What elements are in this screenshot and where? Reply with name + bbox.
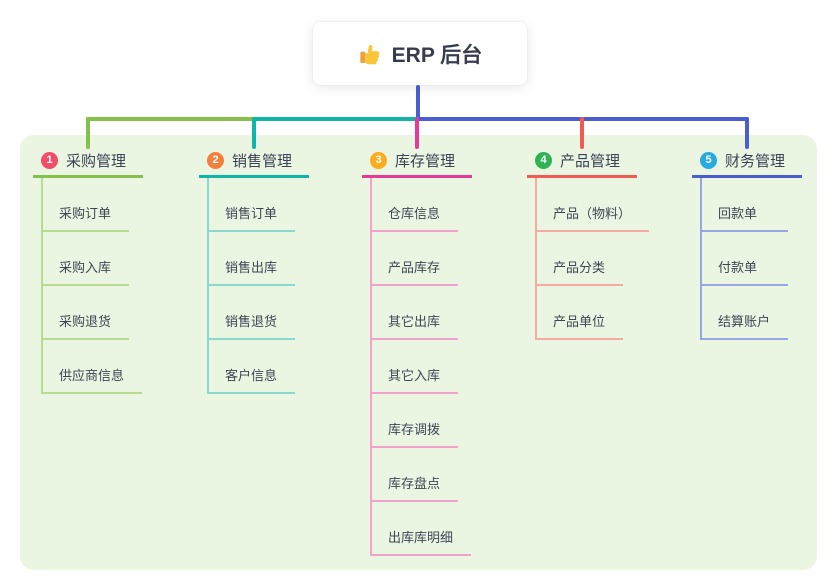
mindmap-item[interactable]: 结算账户 (702, 286, 789, 340)
mindmap-item[interactable]: 采购入库 (43, 232, 130, 286)
branch-label: 销售管理 (232, 153, 293, 170)
branch-header-4[interactable]: 4 产品管理 (527, 146, 637, 178)
mindmap-background-panel (20, 135, 817, 570)
branch-number-badge: 1 (41, 152, 58, 169)
branch-item-list: 销售订单销售出库销售退货客户信息 (207, 178, 296, 394)
mindmap-item[interactable]: 仓库信息 (372, 178, 459, 232)
branch-label: 库存管理 (395, 153, 456, 170)
branch-header-1[interactable]: 1 采购管理 (33, 146, 143, 178)
branch-item-list: 产品（物料）产品分类产品单位 (535, 178, 650, 340)
mindmap-item[interactable]: 库存调拨 (372, 394, 459, 448)
mindmap-item[interactable]: 产品库存 (372, 232, 459, 286)
branch-header-3[interactable]: 3 库存管理 (362, 146, 472, 178)
branch-number-badge: 2 (207, 152, 224, 169)
mindmap-item[interactable]: 供应商信息 (43, 340, 143, 394)
branch-header-5[interactable]: 5 财务管理 (692, 146, 802, 178)
mindmap-item[interactable]: 产品分类 (537, 232, 624, 286)
branch-label: 采购管理 (66, 153, 127, 170)
mindmap-item[interactable]: 客户信息 (209, 340, 296, 394)
branch-number-badge: 3 (370, 152, 387, 169)
branch-drop-line (580, 117, 584, 149)
branch-label: 财务管理 (725, 153, 786, 170)
branch-drop-line (252, 117, 256, 149)
mindmap-item[interactable]: 回款单 (702, 178, 788, 232)
connector-bus-segment (252, 117, 420, 121)
mindmap-item[interactable]: 采购订单 (43, 178, 130, 232)
branch-item-list: 仓库信息产品库存其它出库其它入库库存调拨库存盘点出库库明细 (370, 178, 472, 556)
root-connector-line (416, 85, 420, 121)
mindmap-item[interactable]: 销售退货 (209, 286, 296, 340)
connector-bus-segment (86, 117, 256, 121)
mindmap-item[interactable]: 出库库明细 (372, 502, 472, 556)
mindmap-item[interactable]: 付款单 (702, 232, 788, 286)
branch-number-badge: 4 (535, 152, 552, 169)
branch-number-badge: 5 (700, 152, 717, 169)
branch-label: 产品管理 (560, 153, 621, 170)
root-node[interactable]: ERP 后台 (313, 22, 527, 85)
mindmap-item[interactable]: 其它出库 (372, 286, 459, 340)
mindmap-item[interactable]: 产品单位 (537, 286, 624, 340)
thumbs-up-icon (358, 42, 382, 66)
mindmap-item[interactable]: 库存盘点 (372, 448, 459, 502)
branch-drop-line (86, 117, 90, 149)
branch-header-2[interactable]: 2 销售管理 (199, 146, 309, 178)
branch-item-list: 回款单付款单结算账户 (700, 178, 789, 340)
mindmap-item[interactable]: 销售订单 (209, 178, 296, 232)
root-node-title: ERP 后台 (391, 43, 483, 67)
mindmap-item[interactable]: 销售出库 (209, 232, 296, 286)
branch-drop-line (745, 117, 749, 149)
branch-item-list: 采购订单采购入库采购退货供应商信息 (41, 178, 143, 394)
mindmap-item[interactable]: 其它入库 (372, 340, 459, 394)
mindmap-item[interactable]: 采购退货 (43, 286, 130, 340)
mindmap-item[interactable]: 产品（物料） (537, 178, 650, 232)
branch-drop-line (415, 117, 419, 149)
